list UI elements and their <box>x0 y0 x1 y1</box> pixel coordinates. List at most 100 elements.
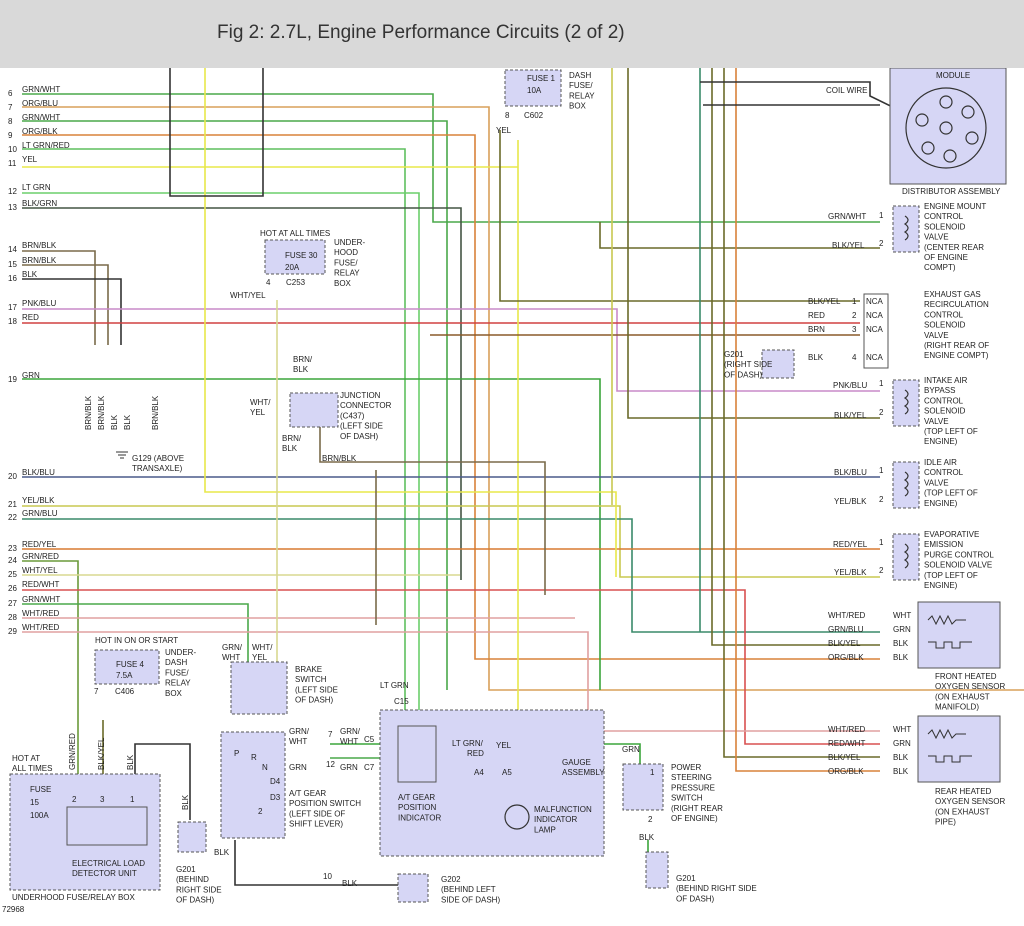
eld-hot-line: ALL TIMES <box>12 764 52 773</box>
fuse-30-pin: 4 <box>266 278 271 287</box>
distributor-assembly <box>889 68 1007 185</box>
fuse-4-location-line: FUSE/ <box>165 668 189 677</box>
wire-blk-yel <box>499 130 860 302</box>
wire-label: BLK <box>22 270 38 279</box>
g201-dash-label-line: OF DASH) <box>724 370 763 379</box>
distributor-label: DISTRIBUTOR ASSEMBLY <box>902 187 1001 196</box>
coil-wire-label: COIL WIRE <box>826 86 867 95</box>
engine-mount-wire: GRN/WHT <box>828 212 866 221</box>
idle-air-valve-label-line: CONTROL <box>924 468 964 477</box>
gauge-c15: C15 <box>394 697 409 706</box>
wire-number: 22 <box>8 513 17 522</box>
wire-grn-wht <box>22 120 448 690</box>
g201-a-label-line: RIGHT SIDE <box>176 885 222 894</box>
fuse-4-amps: 7.5A <box>116 671 133 680</box>
egr-label-line: CONTROL <box>924 310 964 319</box>
intake-air-solenoid-label-line: INTAKE AIR <box>924 376 968 385</box>
g201-b-label-line: (BEHIND RIGHT SIDE <box>676 884 757 893</box>
rear-o2-label-line: OXYGEN SENSOR <box>935 797 1005 806</box>
ps-label-line: STEERING <box>671 773 712 782</box>
front-o2-sensor-conn: BLK <box>893 653 909 662</box>
wire-number: 18 <box>8 317 17 326</box>
eld-pin: 3 <box>100 795 105 804</box>
intake-air-solenoid-label-line: VALVE <box>924 417 949 426</box>
fuse-30-connector: C253 <box>286 278 306 287</box>
brake-wire: WHT <box>222 653 240 662</box>
fuse-30-location-line: RELAY <box>334 269 360 278</box>
brake-label-line: BRAKE <box>295 665 322 674</box>
wire-number: 26 <box>8 584 17 593</box>
rear-o2-sensor-wire: ORG/BLK <box>828 767 864 776</box>
at-gear-label-line: SHIFT LEVER) <box>289 820 343 829</box>
fuse-30-amps: 20A <box>285 263 300 272</box>
gauge-wire: LT GRN/ <box>452 739 484 748</box>
fuse-4-box <box>94 649 160 685</box>
fuse-4-location-line: RELAY <box>165 679 191 688</box>
eld-wire: BLK <box>126 754 135 770</box>
idle-air-valve-label-line: (TOP LEFT OF <box>924 489 978 498</box>
ps-pin: 1 <box>650 768 655 777</box>
front-o2-sensor-wire: ORG/BLK <box>828 653 864 662</box>
egr-wire: BRN <box>808 325 825 334</box>
wire-label: BLK/BLU <box>22 468 55 477</box>
eld-pin: 2 <box>72 795 77 804</box>
wire-yel <box>204 68 617 577</box>
wire-org-blu <box>22 106 1024 691</box>
fuse-4-location-line: BOX <box>165 689 183 698</box>
brake-wire: GRN/ <box>222 643 243 652</box>
egr-label-line: (RIGHT REAR OF <box>924 341 989 350</box>
g201-b-label-line: OF DASH) <box>676 894 715 903</box>
eld-unit <box>66 806 148 846</box>
idle-air-valve-label-line: IDLE AIR <box>924 458 957 467</box>
at-indicator-label-line: POSITION <box>398 803 436 812</box>
idle-air-valve-label-line: ENGINE) <box>924 499 958 508</box>
wire-blk-yel <box>711 68 880 646</box>
engine-mount-solenoid-label-line: COMPT) <box>924 263 956 272</box>
egr-wire: BLK <box>808 353 824 362</box>
brake-label-line: OF DASH) <box>295 696 334 705</box>
wire-layer <box>22 68 1024 886</box>
at-gear-blk: BLK <box>214 848 230 857</box>
g201-b-box <box>645 851 669 889</box>
junction-wire: BLK <box>293 365 309 374</box>
wire-brn-blk <box>22 264 109 345</box>
front-o2-sensor-box <box>917 601 1001 669</box>
at-gear-blk: BLK <box>342 879 358 888</box>
gauge-a5: A5 <box>502 768 512 777</box>
at-gear-label-line: (LEFT SIDE OF <box>289 809 345 818</box>
at-gear-d4: D4 <box>270 777 281 786</box>
fuse-1-connector: C602 <box>524 111 544 120</box>
rear-o2-label-line: REAR HEATED <box>935 787 992 796</box>
wire-label: GRN/RED <box>22 552 59 561</box>
wire-grn-blu <box>22 518 880 633</box>
wire-blk-yel <box>627 68 880 419</box>
distributor-terminal <box>943 149 957 163</box>
g201-dash-label-line: G201 <box>724 350 744 359</box>
front-o2-sensor-conn: WHT <box>893 611 911 620</box>
engine-mount-solenoid-label-line: (CENTER REAR <box>924 243 984 252</box>
at-gear-wire: GRN/ <box>289 727 310 736</box>
g202-label-line: (BEHIND LEFT <box>441 885 496 894</box>
ps-label-line: (RIGHT REAR <box>671 804 723 813</box>
fuse-1-box <box>504 69 562 107</box>
fuse-1-name: FUSE 1 <box>527 74 556 83</box>
wire-number: 27 <box>8 599 17 608</box>
ps-label-line: POWER <box>671 763 701 772</box>
distributor-terminal <box>965 131 979 145</box>
wire-brn-blk <box>319 400 546 595</box>
at-gear-2: 2 <box>258 807 263 816</box>
evap-purge-valve-label-line: (TOP LEFT OF <box>924 571 978 580</box>
wire-label: WHT/YEL <box>22 566 58 575</box>
g129-label-line: TRANSAXLE) <box>132 464 183 473</box>
evap-purge-valve-label-line: SOLENOID VALVE <box>924 561 992 570</box>
wire-number: 19 <box>8 375 17 384</box>
distributor-terminal <box>921 141 935 155</box>
front-o2-sensor-heater-icon <box>928 641 972 649</box>
ps-label-line: SWITCH <box>671 794 703 803</box>
egr-pin: 2 <box>852 311 857 320</box>
fuse-1-location-line: FUSE/ <box>569 81 593 90</box>
title-bar: Fig 2: 2.7L, Engine Performance Circuits… <box>0 0 1024 68</box>
wire-label: ORG/BLK <box>22 127 58 136</box>
figure-id: 72968 <box>2 905 25 914</box>
fuse-1-amps: 10A <box>527 86 542 95</box>
